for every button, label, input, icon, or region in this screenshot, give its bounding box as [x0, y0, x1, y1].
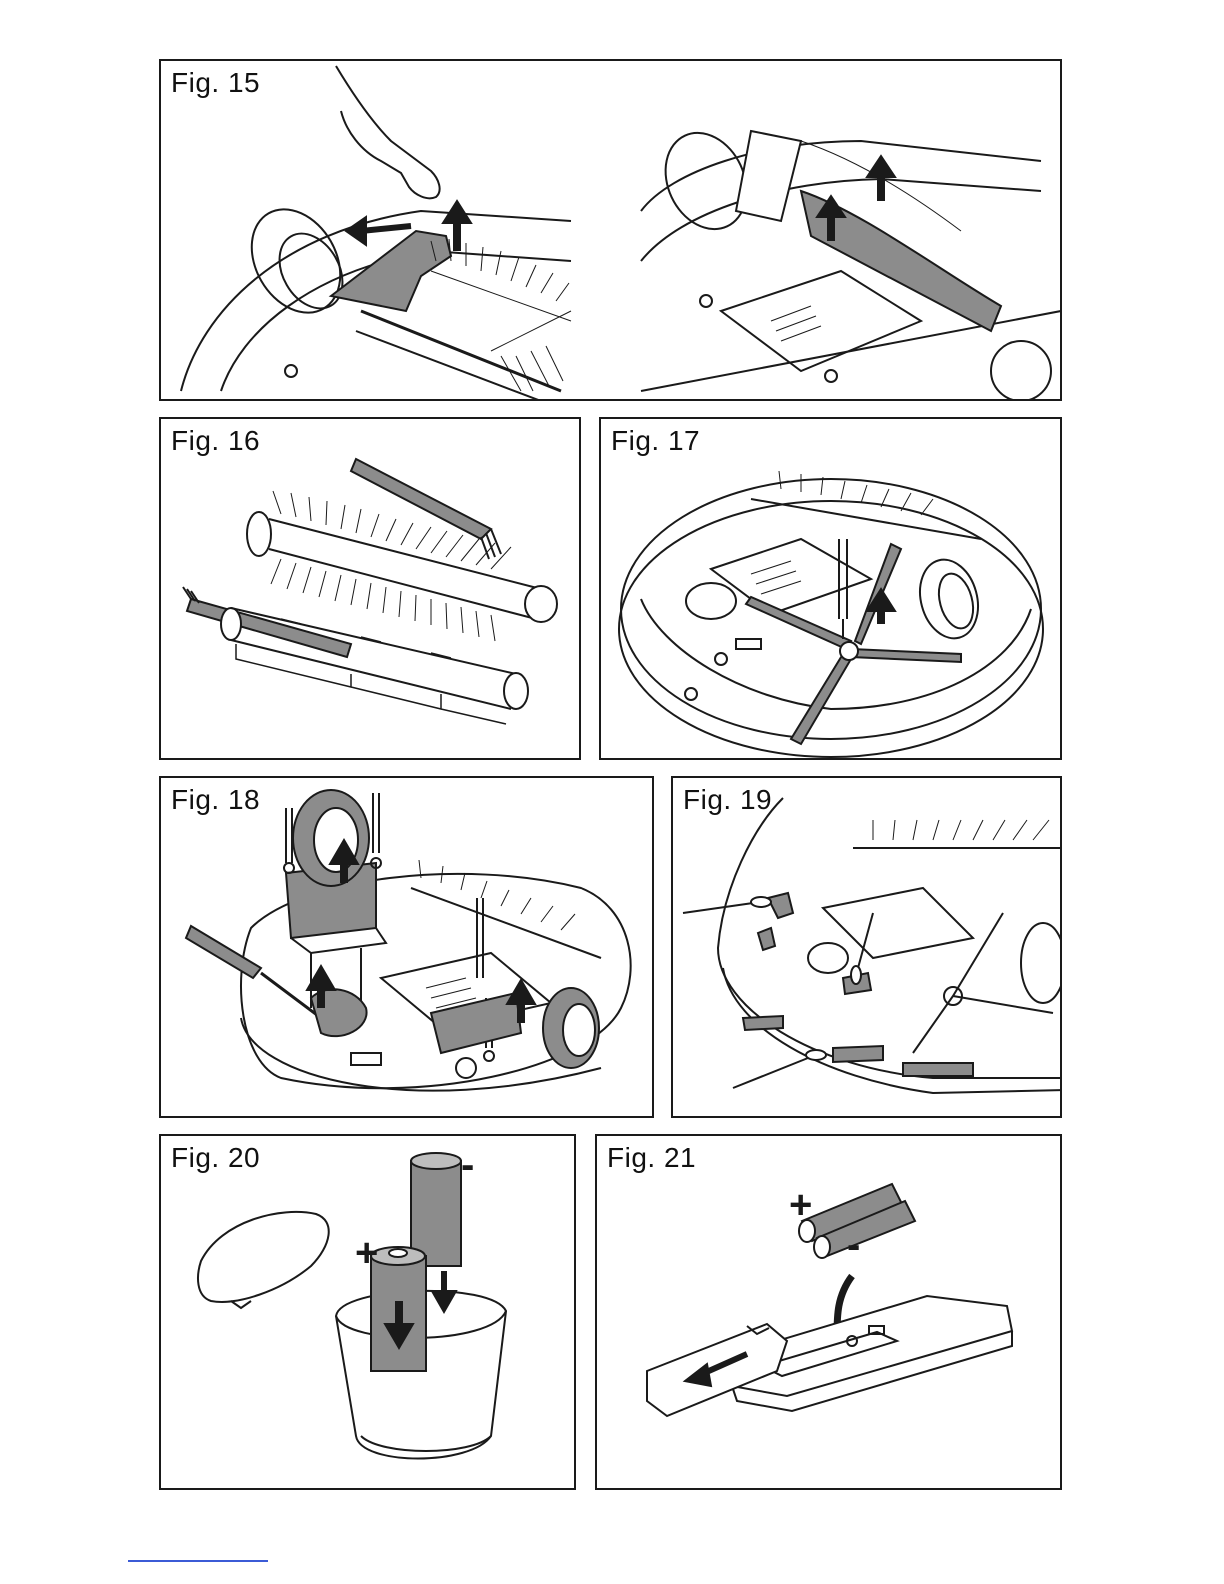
screwdriver-icon	[371, 793, 381, 868]
cleaning-comb-icon	[183, 587, 351, 657]
battery-minus-symbol: -	[847, 1223, 860, 1267]
wheel-module	[286, 790, 386, 1008]
wheel-icon	[1021, 923, 1062, 1003]
figure-19-panel: Fig. 19	[671, 776, 1062, 1118]
cotton-swab-icon	[733, 1050, 826, 1088]
figure-21-panel: Fig. 21	[595, 1134, 1062, 1490]
figure-19-illustration	[673, 778, 1062, 1118]
battery-icon	[411, 1153, 461, 1266]
figure-16-panel: Fig. 16	[159, 417, 581, 760]
cleaning-comb-icon	[351, 459, 501, 559]
figure-18-illustration	[161, 778, 654, 1118]
bristle-brush	[247, 491, 557, 641]
figure-21-illustration: + -	[597, 1136, 1062, 1490]
figure-18-panel: Fig. 18	[159, 776, 654, 1118]
battery-cover	[198, 1212, 329, 1308]
screwdriver-icon	[477, 898, 483, 978]
screwdriver-icon	[284, 808, 294, 873]
battery-plus-symbol: +	[355, 1231, 378, 1275]
figure-16-illustration	[161, 419, 581, 760]
figure-15-illustration	[161, 61, 1062, 401]
footer-rule	[128, 1560, 268, 1562]
battery-plus-symbol: +	[789, 1183, 812, 1227]
figure-20-panel: Fig. 20	[159, 1134, 576, 1490]
figure-15-panel: Fig. 15	[159, 59, 1062, 401]
figure-17-panel: Fig. 17	[599, 417, 1062, 760]
figure-20-illustration: + -	[161, 1136, 576, 1490]
figure-17-illustration	[601, 419, 1062, 760]
wheel-icon	[912, 553, 987, 645]
wheel-icon	[234, 193, 358, 328]
screwdriver-icon	[186, 926, 321, 1018]
battery-minus-symbol: -	[461, 1143, 474, 1187]
arrow-left-icon	[346, 217, 411, 245]
